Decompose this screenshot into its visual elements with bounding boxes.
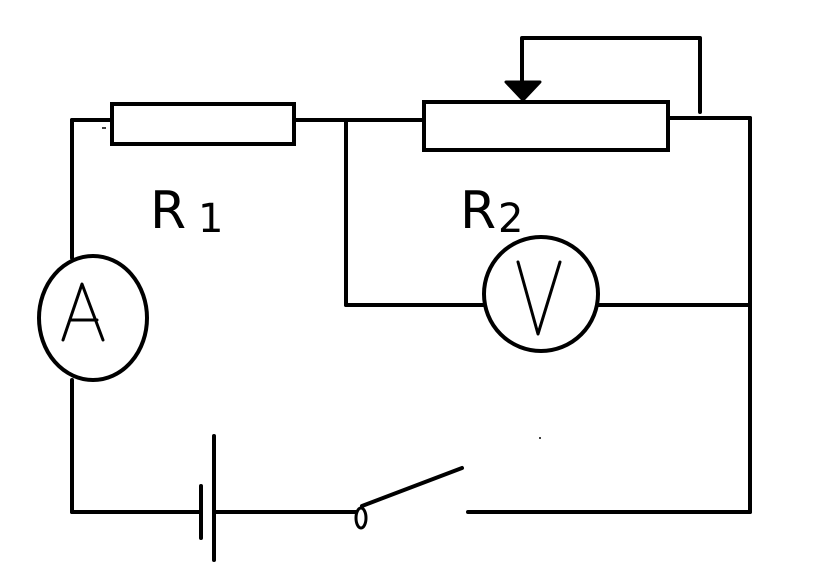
- label-r1-main: R: [150, 181, 186, 241]
- label-r1-sub: 1: [198, 196, 223, 242]
- label-r1: R 1: [150, 181, 223, 242]
- ammeter: A: [37, 254, 149, 382]
- wires: [70, 36, 752, 514]
- switch-pivot: [354, 506, 368, 530]
- label-r2: R 2: [460, 181, 523, 242]
- rheostat-r2: [422, 100, 670, 152]
- ammeter-letter-a-icon: [61, 282, 105, 342]
- ammeter-circle: [37, 254, 149, 382]
- voltmeter-letter-v-icon: [516, 260, 562, 336]
- label-r2-sub: 2: [498, 196, 523, 242]
- switch: [354, 466, 464, 530]
- wire-rheostat-loop: [520, 36, 702, 114]
- rheostat-slider-arrow-icon: [504, 80, 542, 102]
- voltmeter: V: [482, 235, 600, 353]
- resistor-r1: [110, 102, 296, 146]
- voltmeter-circle: [482, 235, 600, 353]
- battery: [199, 434, 216, 562]
- label-r2-main: R: [460, 181, 496, 241]
- switch-blade: [360, 466, 464, 508]
